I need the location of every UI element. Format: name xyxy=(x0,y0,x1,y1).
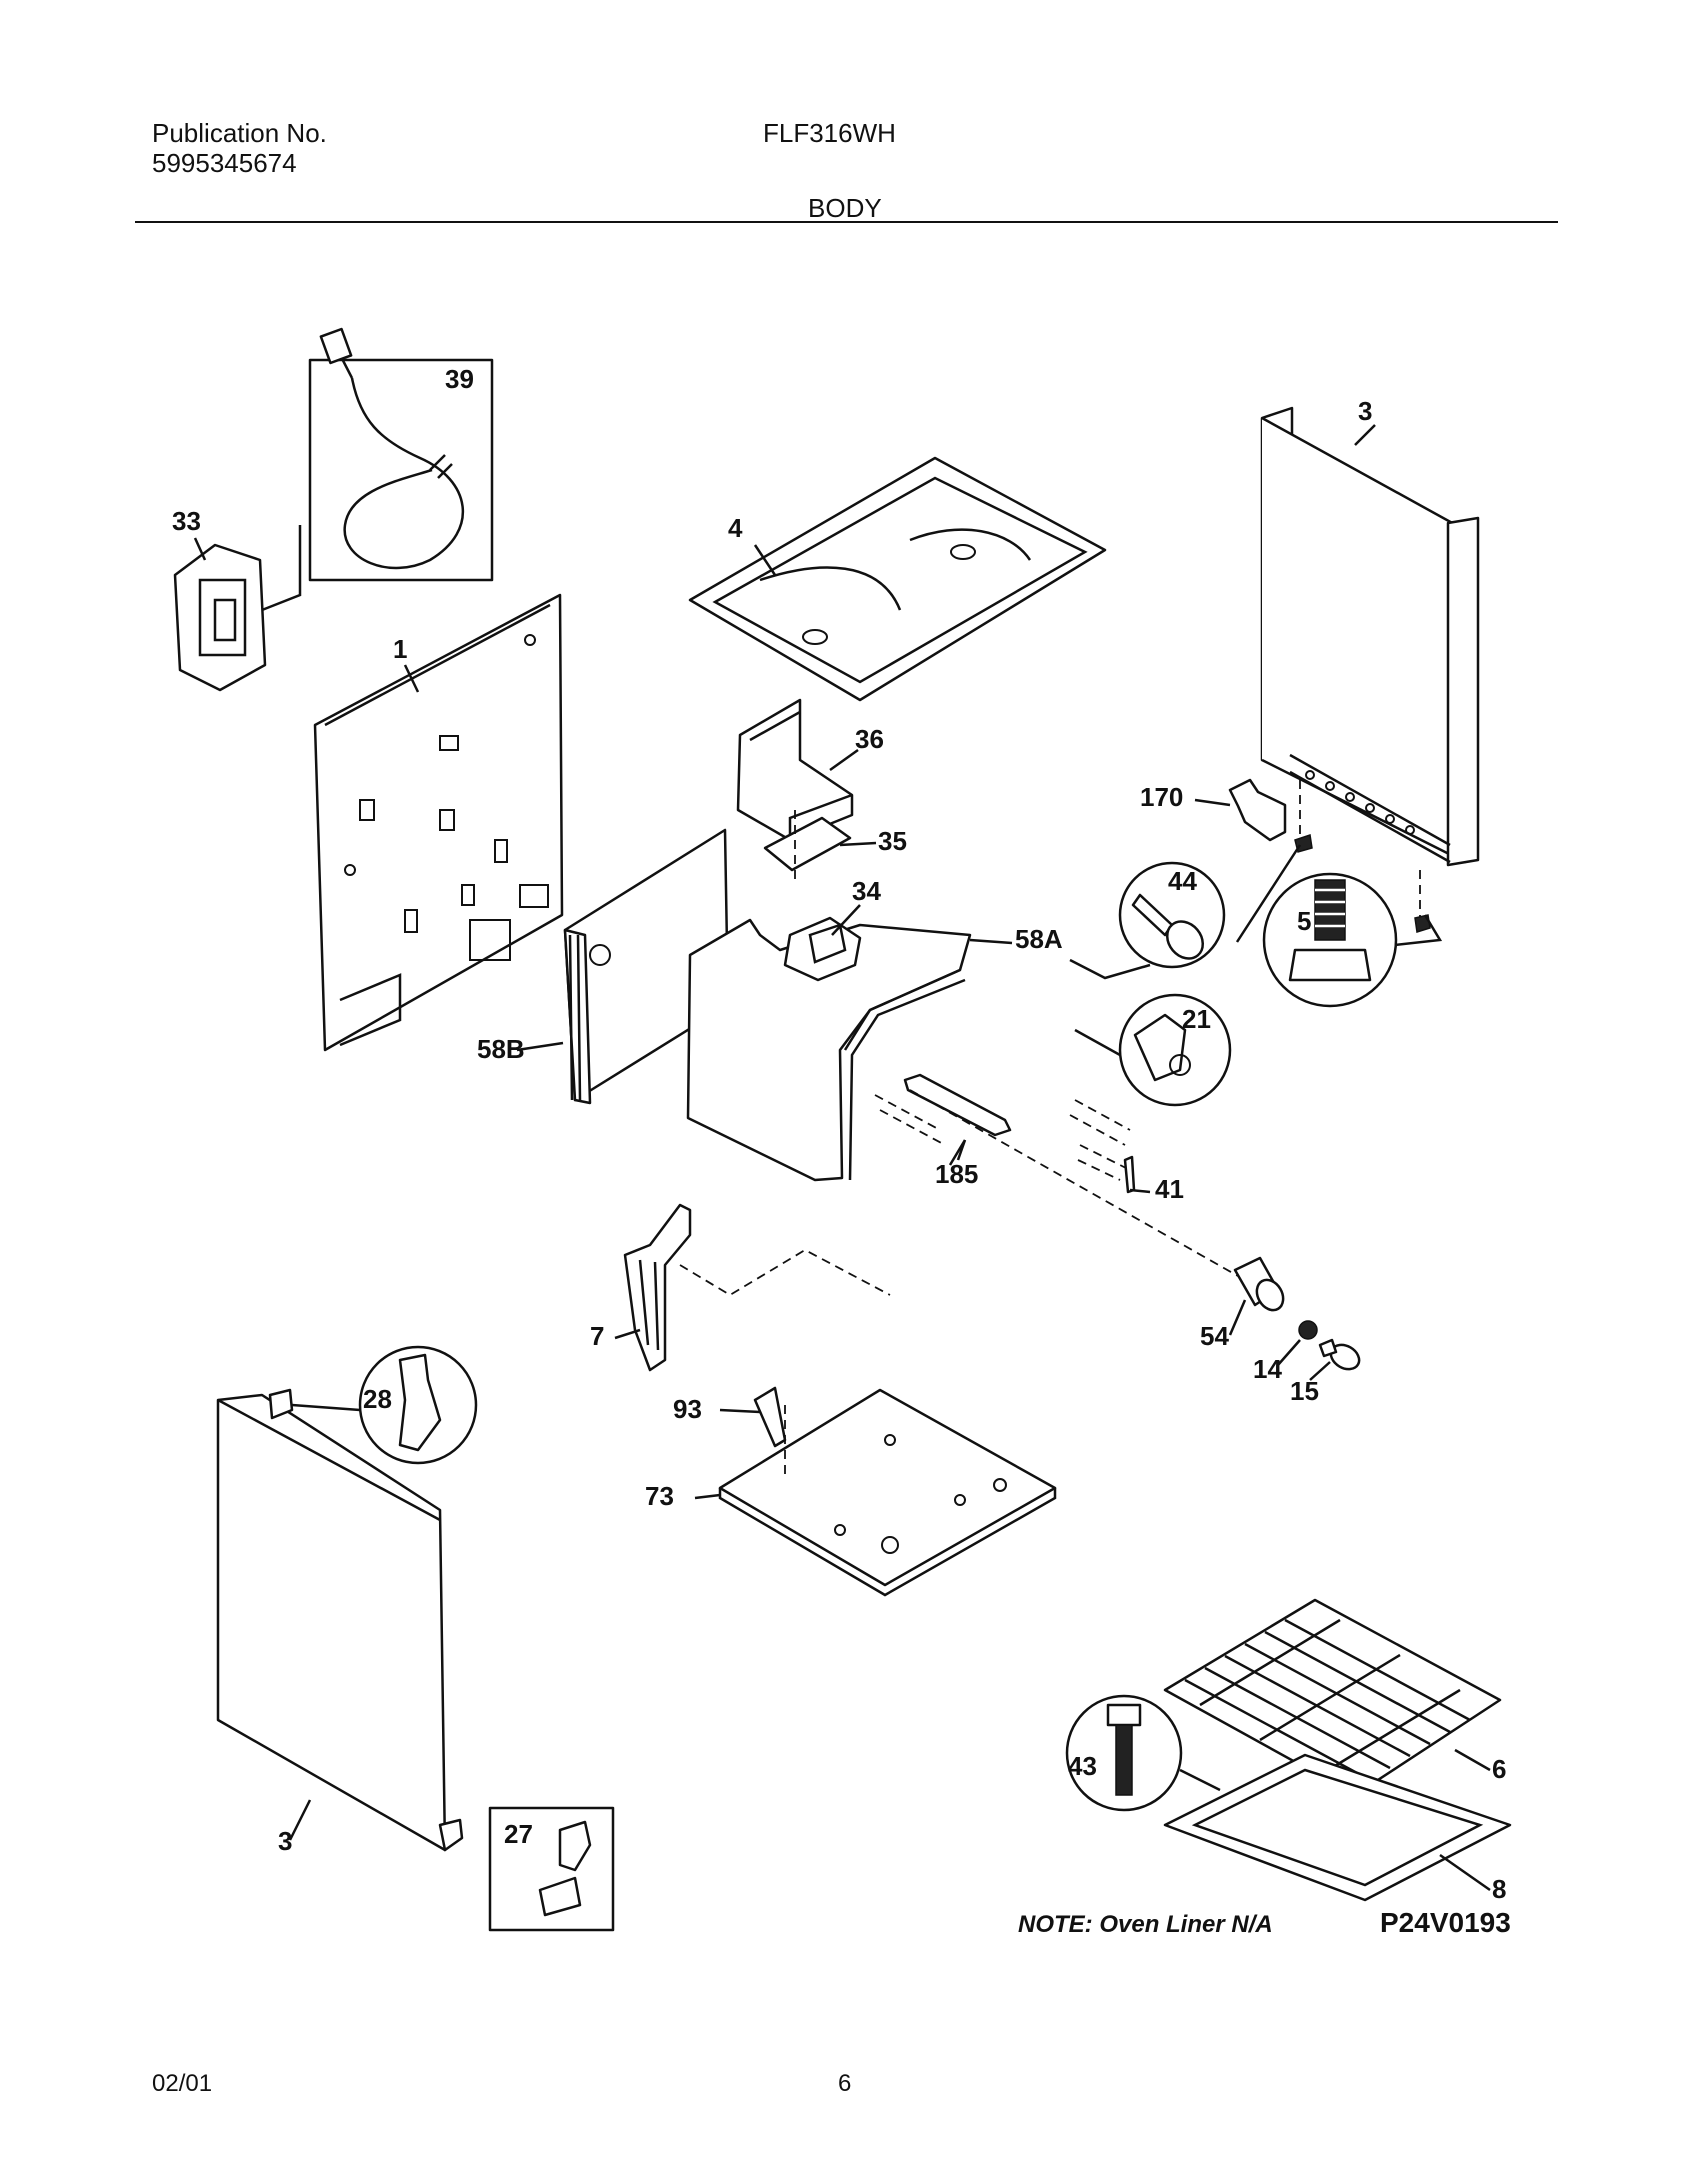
part-28-clip-detail xyxy=(358,1345,478,1465)
callout-54: 54 xyxy=(1200,1321,1229,1351)
callout-14: 14 xyxy=(1253,1354,1282,1384)
part-7-door-hinge xyxy=(623,1203,692,1372)
callout-185: 185 xyxy=(935,1159,978,1189)
part-14-lamp-gasket xyxy=(1298,1320,1318,1340)
leader-43 xyxy=(1179,1768,1221,1792)
leader-44 xyxy=(1069,958,1151,980)
part-4-top-panel xyxy=(688,456,1107,702)
part-170-bracket xyxy=(1228,778,1287,842)
callout-33: 33 xyxy=(172,506,201,536)
callout-28: 28 xyxy=(363,1384,392,1414)
part-39-power-cord xyxy=(308,327,494,582)
callout-39: 39 xyxy=(445,364,474,394)
guide-lamp xyxy=(909,1089,1246,1281)
part-1-back-panel xyxy=(313,593,564,1052)
diagram-code: P24V0193 xyxy=(1380,1907,1511,1938)
part-6-oven-rack xyxy=(1163,1598,1502,1797)
leader-21 xyxy=(1074,1028,1121,1057)
part-41-clip xyxy=(1123,1155,1136,1194)
callout-43: 43 xyxy=(1068,1751,1097,1781)
callout-4: 4 xyxy=(728,513,743,543)
callout-41: 41 xyxy=(1155,1174,1184,1204)
part-27-clip-box xyxy=(488,1806,615,1932)
callout-leaders xyxy=(193,424,1491,1892)
callout-6: 6 xyxy=(1492,1754,1506,1784)
model-number: FLF316WH xyxy=(763,118,896,148)
part-73-bottom-panel xyxy=(718,1388,1057,1597)
footer-date: 02/01 xyxy=(152,2070,213,2097)
part-33-terminal-block xyxy=(173,543,267,692)
part-5-leveling-leg-detail xyxy=(1262,872,1398,1008)
callout-3-bottom: 3 xyxy=(278,1826,292,1856)
leader-39-33 xyxy=(261,525,302,612)
page-number: 6 xyxy=(838,2070,852,2097)
publication-label: Publication No. xyxy=(152,118,327,148)
leader-28 xyxy=(291,1403,361,1412)
part-93-clip xyxy=(753,1386,787,1448)
part-34-bracket xyxy=(783,916,862,982)
callout-36: 36 xyxy=(855,724,884,754)
header-divider xyxy=(135,221,1558,223)
part-44-screw-detail xyxy=(1118,861,1226,969)
oven-liner-note: NOTE: Oven Liner N/A xyxy=(1018,1911,1273,1938)
callout-3-top: 3 xyxy=(1358,396,1372,426)
part-3-side-panel-left xyxy=(216,1388,464,1852)
callout-58A: 58A xyxy=(1015,924,1063,954)
part-15-lamp-bulb xyxy=(1318,1338,1361,1371)
part-35-gasket xyxy=(763,816,852,872)
callout-8: 8 xyxy=(1492,1874,1506,1904)
guide-185 xyxy=(874,1094,1131,1181)
guide-170 xyxy=(1299,780,1421,920)
guide-7 xyxy=(679,1248,891,1297)
callout-21: 21 xyxy=(1182,1004,1211,1034)
callout-170: 170 xyxy=(1140,782,1183,812)
part-185-hinge-receiver xyxy=(903,1073,1012,1137)
publication-number: 5995345674 xyxy=(152,148,297,178)
part-58A-insulation-wrap xyxy=(686,918,972,1182)
callout-34: 34 xyxy=(852,876,881,906)
section-title: BODY xyxy=(808,193,882,223)
callout-58B: 58B xyxy=(477,1034,525,1064)
callout-1: 1 xyxy=(393,634,407,664)
part-36-vent-duct xyxy=(736,698,854,842)
part-8-oven-liner xyxy=(1163,1753,1512,1902)
callout-5: 5 xyxy=(1297,906,1311,936)
callout-44: 44 xyxy=(1168,866,1197,896)
part-58B-insulation-left xyxy=(563,828,730,1105)
part-21-clip-detail xyxy=(1118,993,1232,1107)
callout-35: 35 xyxy=(878,826,907,856)
callout-27: 27 xyxy=(504,1819,533,1849)
callout-93: 93 xyxy=(673,1394,702,1424)
part-54-lamp-receptacle xyxy=(1233,1256,1285,1312)
callout-15: 15 xyxy=(1290,1376,1319,1406)
callout-73: 73 xyxy=(645,1481,674,1511)
callout-7: 7 xyxy=(590,1321,604,1351)
part-43-screw-detail xyxy=(1065,1694,1183,1812)
leader-5 xyxy=(1235,844,1443,947)
part-3-side-panel-right xyxy=(1260,406,1480,867)
